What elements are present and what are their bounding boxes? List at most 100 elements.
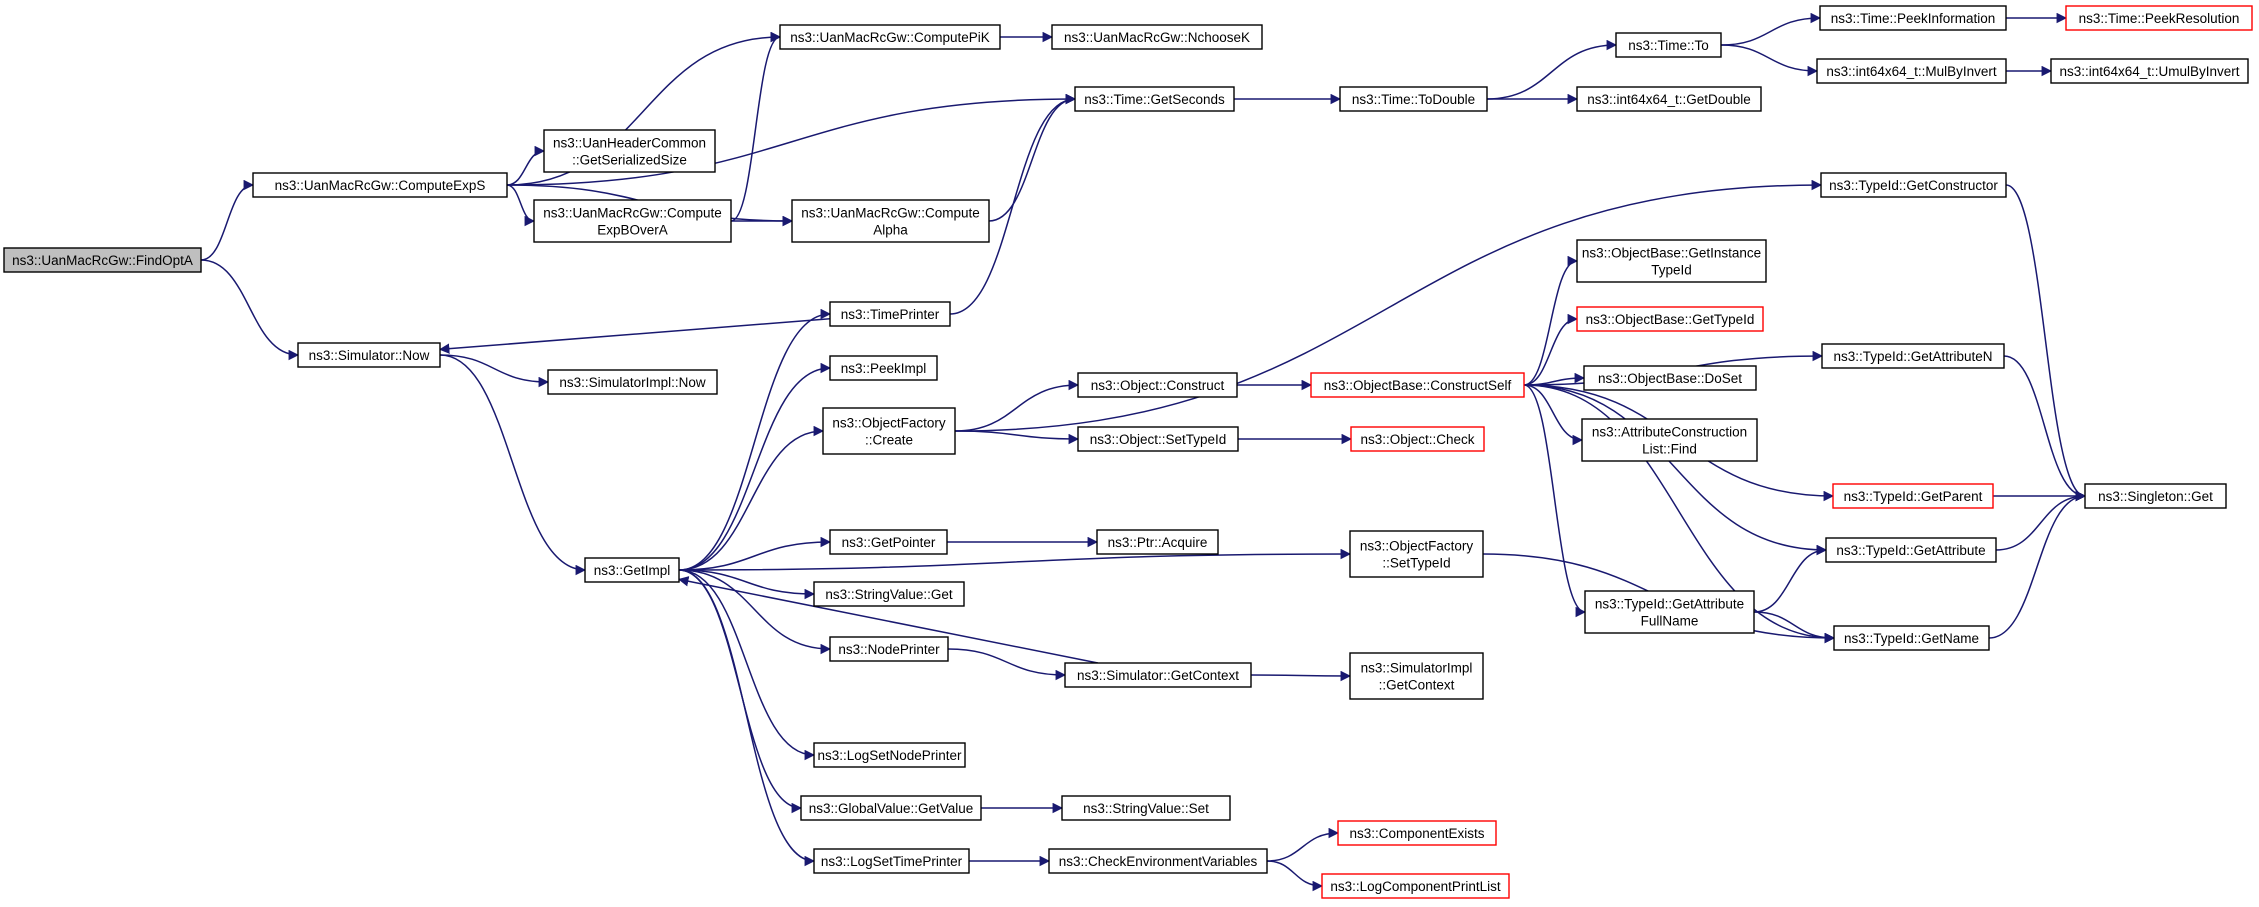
- node-box[interactable]: [1077, 426, 1239, 452]
- node-UmulByInvert[interactable]: ns3::int64x64_t::UmulByInvert: [2050, 58, 2249, 84]
- node-MulByInvert[interactable]: ns3::int64x64_t::MulByInvert: [1816, 58, 2007, 84]
- node-box[interactable]: [3, 247, 202, 273]
- node-box[interactable]: [822, 407, 956, 455]
- node-PeekResolution[interactable]: ns3::Time::PeekResolution: [2065, 5, 2253, 31]
- node-TimePrinter[interactable]: ns3::TimePrinter: [829, 301, 951, 327]
- node-box[interactable]: [1576, 239, 1767, 283]
- node-GetPointer[interactable]: ns3::GetPointer: [829, 529, 948, 555]
- node-ComputeExpS[interactable]: ns3::UanMacRcGw::ComputeExpS: [252, 172, 508, 198]
- node-box[interactable]: [1048, 848, 1268, 874]
- node-NodePrinter[interactable]: ns3::NodePrinter: [829, 636, 949, 662]
- node-box[interactable]: [1310, 372, 1525, 398]
- node-PeekImpl[interactable]: ns3::PeekImpl: [829, 355, 938, 381]
- node-ToDouble[interactable]: ns3::Time::ToDouble: [1339, 86, 1488, 112]
- node-box[interactable]: [297, 342, 441, 368]
- node-box[interactable]: [1615, 32, 1722, 58]
- node-FindOptA[interactable]: ns3::UanMacRcGw::FindOptA: [3, 247, 202, 273]
- node-StringValueSet[interactable]: ns3::StringValue::Set: [1061, 795, 1231, 821]
- node-GetName[interactable]: ns3::TypeId::GetName: [1833, 625, 1990, 651]
- node-SimImplGetContext[interactable]: ns3::SimulatorImpl::GetContext: [1349, 652, 1484, 700]
- node-box[interactable]: [1074, 86, 1235, 112]
- node-box[interactable]: [584, 557, 680, 583]
- node-box[interactable]: [1576, 306, 1764, 332]
- node-box[interactable]: [1833, 625, 1990, 651]
- node-box[interactable]: [1584, 590, 1755, 634]
- node-box[interactable]: [1061, 795, 1231, 821]
- node-NchooseK[interactable]: ns3::UanMacRcGw::NchooseK: [1051, 24, 1263, 50]
- node-box[interactable]: [829, 301, 951, 327]
- node-box[interactable]: [533, 199, 732, 243]
- node-SingletonGet[interactable]: ns3::Singleton::Get: [2084, 483, 2227, 509]
- node-GetAttribute[interactable]: ns3::TypeId::GetAttribute: [1825, 537, 1997, 563]
- node-box[interactable]: [1832, 483, 1994, 509]
- node-GetSerializedSize[interactable]: ns3::UanHeaderCommon::GetSerializedSize: [543, 129, 716, 173]
- node-GetConstructor[interactable]: ns3::TypeId::GetConstructor: [1820, 172, 2007, 198]
- node-box[interactable]: [1816, 58, 2007, 84]
- node-box[interactable]: [1820, 172, 2007, 198]
- node-ComputePiK[interactable]: ns3::UanMacRcGw::ComputePiK: [779, 24, 1001, 50]
- node-box[interactable]: [1581, 418, 1758, 462]
- node-OFCreate[interactable]: ns3::ObjectFactory::Create: [822, 407, 956, 455]
- node-box[interactable]: [829, 636, 949, 662]
- node-box[interactable]: [813, 581, 965, 607]
- node-GetAttributeN[interactable]: ns3::TypeId::GetAttributeN: [1821, 343, 2005, 369]
- node-box[interactable]: [779, 24, 1001, 50]
- node-CheckEnv[interactable]: ns3::CheckEnvironmentVariables: [1048, 848, 1268, 874]
- node-box[interactable]: [800, 795, 982, 821]
- node-box[interactable]: [1321, 873, 1510, 899]
- node-GetDouble[interactable]: ns3::int64x64_t::GetDouble: [1576, 86, 1762, 112]
- node-box[interactable]: [829, 529, 948, 555]
- node-box[interactable]: [1819, 5, 2007, 31]
- node-PeekInformation[interactable]: ns3::Time::PeekInformation: [1819, 5, 2007, 31]
- node-box[interactable]: [1064, 662, 1252, 688]
- node-box[interactable]: [1339, 86, 1488, 112]
- node-OFSetTypeId[interactable]: ns3::ObjectFactory::SetTypeId: [1349, 530, 1484, 578]
- node-box[interactable]: [1096, 529, 1219, 555]
- node-GVGetValue[interactable]: ns3::GlobalValue::GetValue: [800, 795, 982, 821]
- node-box[interactable]: [791, 199, 990, 243]
- node-GetParent[interactable]: ns3::TypeId::GetParent: [1832, 483, 1994, 509]
- node-SimNow[interactable]: ns3::Simulator::Now: [297, 342, 441, 368]
- node-LogComponentPrintList[interactable]: ns3::LogComponentPrintList: [1321, 873, 1510, 899]
- node-ComponentExists[interactable]: ns3::ComponentExists: [1337, 820, 1497, 846]
- node-ObjConstruct[interactable]: ns3::Object::Construct: [1077, 372, 1238, 398]
- node-SimImplNow[interactable]: ns3::SimulatorImpl::Now: [547, 369, 718, 395]
- node-box[interactable]: [1077, 372, 1238, 398]
- node-box[interactable]: [829, 355, 938, 381]
- node-ObjectCheck[interactable]: ns3::Object::Check: [1350, 426, 1485, 452]
- node-box[interactable]: [1825, 537, 1997, 563]
- node-LogSetTimePrinter[interactable]: ns3::LogSetTimePrinter: [813, 848, 970, 874]
- node-SimGetContext[interactable]: ns3::Simulator::GetContext: [1064, 662, 1252, 688]
- node-box[interactable]: [543, 129, 716, 173]
- node-GetSeconds[interactable]: ns3::Time::GetSeconds: [1074, 86, 1235, 112]
- node-box[interactable]: [813, 742, 966, 768]
- node-GetImpl[interactable]: ns3::GetImpl: [584, 557, 680, 583]
- node-StringValueGet[interactable]: ns3::StringValue::Get: [813, 581, 965, 607]
- node-TimeTo[interactable]: ns3::Time::To: [1615, 32, 1722, 58]
- node-box[interactable]: [252, 172, 508, 198]
- node-box[interactable]: [1349, 530, 1484, 578]
- node-ObjSetTypeId[interactable]: ns3::Object::SetTypeId: [1077, 426, 1239, 452]
- node-box[interactable]: [2065, 5, 2253, 31]
- node-DoSet[interactable]: ns3::ObjectBase::DoSet: [1583, 365, 1757, 391]
- node-box[interactable]: [547, 369, 718, 395]
- node-box[interactable]: [1349, 652, 1484, 700]
- node-box[interactable]: [1821, 343, 2005, 369]
- node-LogSetNodePrinter[interactable]: ns3::LogSetNodePrinter: [813, 742, 966, 768]
- node-PtrAcquire[interactable]: ns3::Ptr::Acquire: [1096, 529, 1219, 555]
- node-box[interactable]: [2050, 58, 2249, 84]
- node-box[interactable]: [1583, 365, 1757, 391]
- node-OBGetTypeId[interactable]: ns3::ObjectBase::GetTypeId: [1576, 306, 1764, 332]
- node-box[interactable]: [1576, 86, 1762, 112]
- node-box[interactable]: [1337, 820, 1497, 846]
- node-ConstructSelf[interactable]: ns3::ObjectBase::ConstructSelf: [1310, 372, 1525, 398]
- node-box[interactable]: [813, 848, 970, 874]
- node-box[interactable]: [1350, 426, 1485, 452]
- node-box[interactable]: [1051, 24, 1263, 50]
- node-box[interactable]: [2084, 483, 2227, 509]
